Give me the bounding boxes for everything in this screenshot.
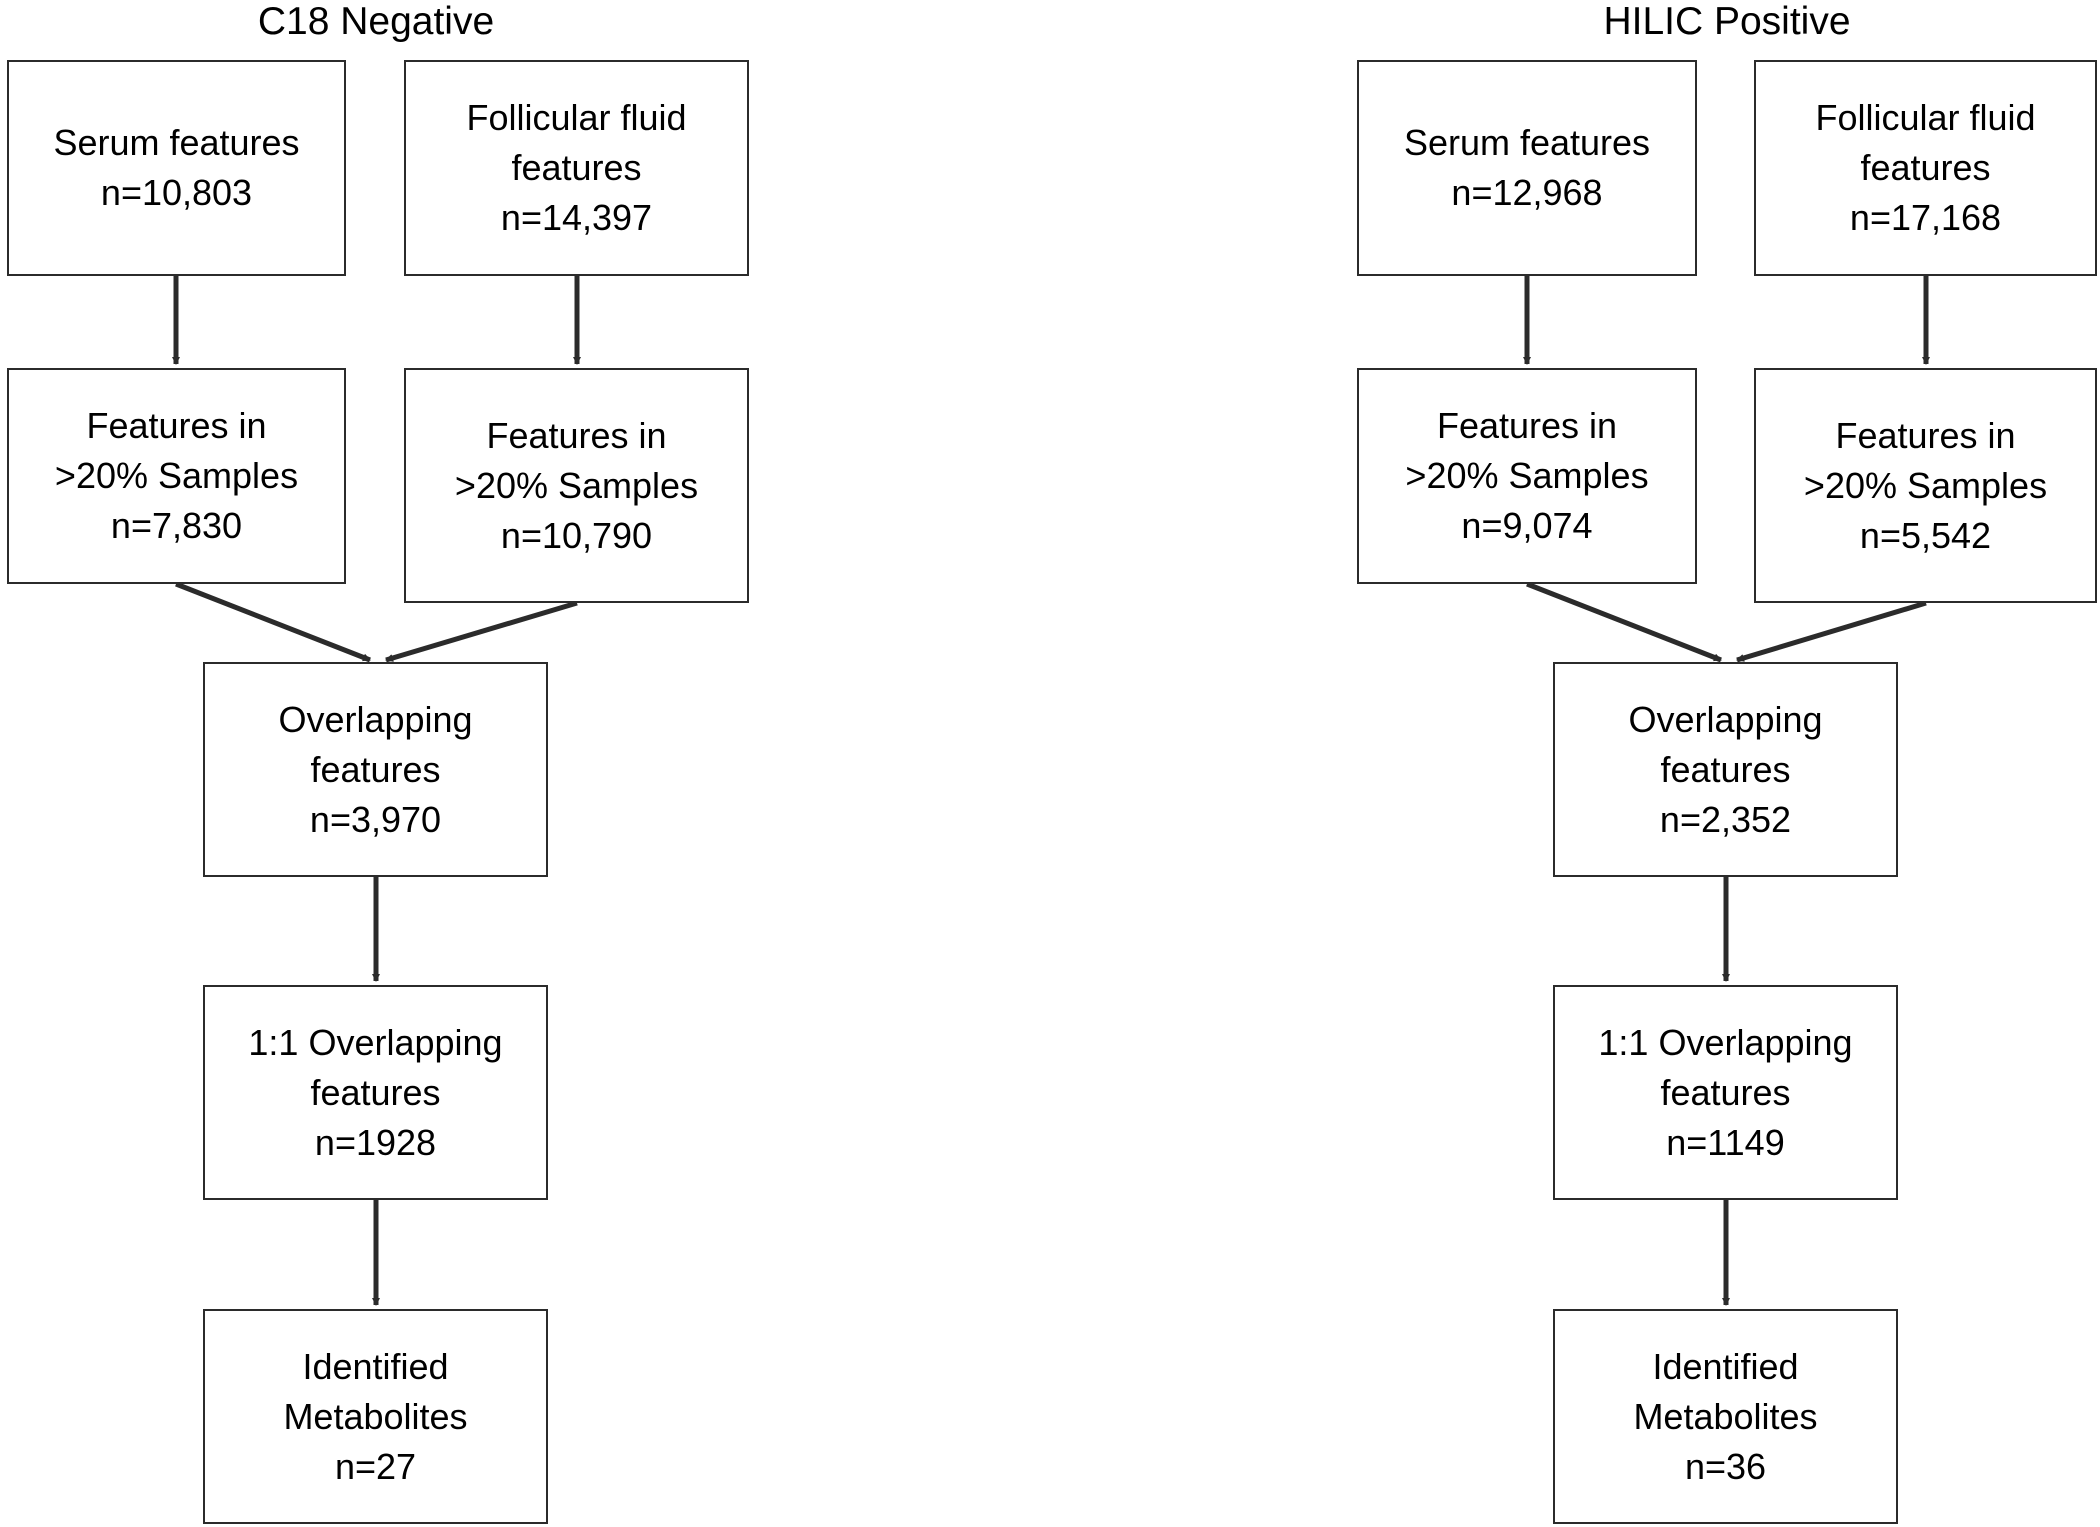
node-hilic-one-to-one: 1:1 Overlapping features n=1149 (1553, 985, 1898, 1200)
node-count: n=17,168 (1849, 197, 2002, 238)
node-count: n=2,352 (1659, 798, 1792, 840)
node-hilic-serum-features: Serum features n=12,968 (1357, 60, 1697, 276)
panel-title-c18-negative: C18 Negative (257, 0, 495, 43)
node-label: Serum features (1403, 122, 1651, 163)
node-label: Identified (302, 1345, 449, 1387)
node-hilic-overlapping: Overlapping features n=2,352 (1553, 662, 1898, 877)
node-label: features (1660, 1071, 1791, 1113)
node-label: Overlapping (1628, 698, 1823, 740)
panel-title-hilic-positive: HILIC Positive (1603, 0, 1851, 43)
node-hilic-follicular-filtered: Features in >20% Samples n=5,542 (1754, 368, 2097, 603)
node-c18-follicular-filtered: Features in >20% Samples n=10,790 (404, 368, 749, 603)
node-c18-one-to-one: 1:1 Overlapping features n=1928 (203, 985, 548, 1200)
node-c18-overlapping: Overlapping features n=3,970 (203, 662, 548, 877)
node-c18-follicular-features: Follicular fluid features n=14,397 (404, 60, 749, 276)
node-label: >20% Samples (454, 464, 699, 506)
arrow-hilic-follfiltered-to-overlap (1736, 600, 1927, 663)
node-c18-identified: Identified Metabolites n=27 (203, 1309, 548, 1524)
node-label: Features in (486, 414, 667, 456)
node-count: n=1149 (1666, 1121, 1785, 1163)
node-label: Overlapping (278, 698, 473, 740)
node-label: >20% Samples (1803, 464, 2048, 506)
node-label: features (1860, 147, 1991, 188)
node-c18-serum-features: Serum features n=10,803 (7, 60, 346, 276)
node-count: n=1928 (314, 1121, 437, 1163)
node-label: >20% Samples (54, 455, 299, 496)
node-label: Features in (86, 405, 267, 446)
node-count: n=7,830 (110, 505, 243, 546)
node-hilic-follicular-features: Follicular fluid features n=17,168 (1754, 60, 2097, 276)
node-label: 1:1 Overlapping (1598, 1021, 1853, 1063)
node-label: features (310, 1071, 441, 1113)
node-label: 1:1 Overlapping (248, 1021, 503, 1063)
node-count: n=10,803 (100, 172, 253, 213)
node-label: Features in (1436, 405, 1618, 446)
node-count: n=9,074 (1461, 505, 1593, 546)
node-label: Serum features (53, 122, 300, 163)
node-count: n=36 (1684, 1445, 1767, 1487)
node-label: features (310, 748, 441, 790)
node-label: features (1660, 748, 1791, 790)
arrow-c18-serumfiltered-to-overlap (175, 581, 371, 663)
node-label: Identified (1652, 1345, 1799, 1387)
node-count: n=27 (334, 1445, 417, 1487)
node-count: n=3,970 (309, 798, 442, 840)
node-hilic-serum-filtered: Features in >20% Samples n=9,074 (1357, 368, 1697, 584)
node-label: Follicular fluid (1815, 97, 2036, 138)
node-label: Follicular fluid (466, 97, 687, 138)
node-label: features (511, 147, 642, 188)
node-count: n=14,397 (500, 197, 653, 238)
node-count: n=10,790 (500, 514, 653, 556)
arrow-c18-follfiltered-to-overlap (385, 600, 578, 663)
node-c18-serum-filtered: Features in >20% Samples n=7,830 (7, 368, 346, 584)
node-label: Metabolites (1633, 1395, 1818, 1437)
node-label: Features in (1835, 414, 2016, 456)
node-hilic-identified: Identified Metabolites n=36 (1553, 1309, 1898, 1524)
node-count: n=12,968 (1451, 172, 1603, 213)
node-label: >20% Samples (1405, 455, 1649, 496)
node-label: Metabolites (283, 1395, 468, 1437)
node-count: n=5,542 (1859, 514, 1992, 556)
arrow-hilic-serumfiltered-to-overlap (1526, 581, 1722, 663)
